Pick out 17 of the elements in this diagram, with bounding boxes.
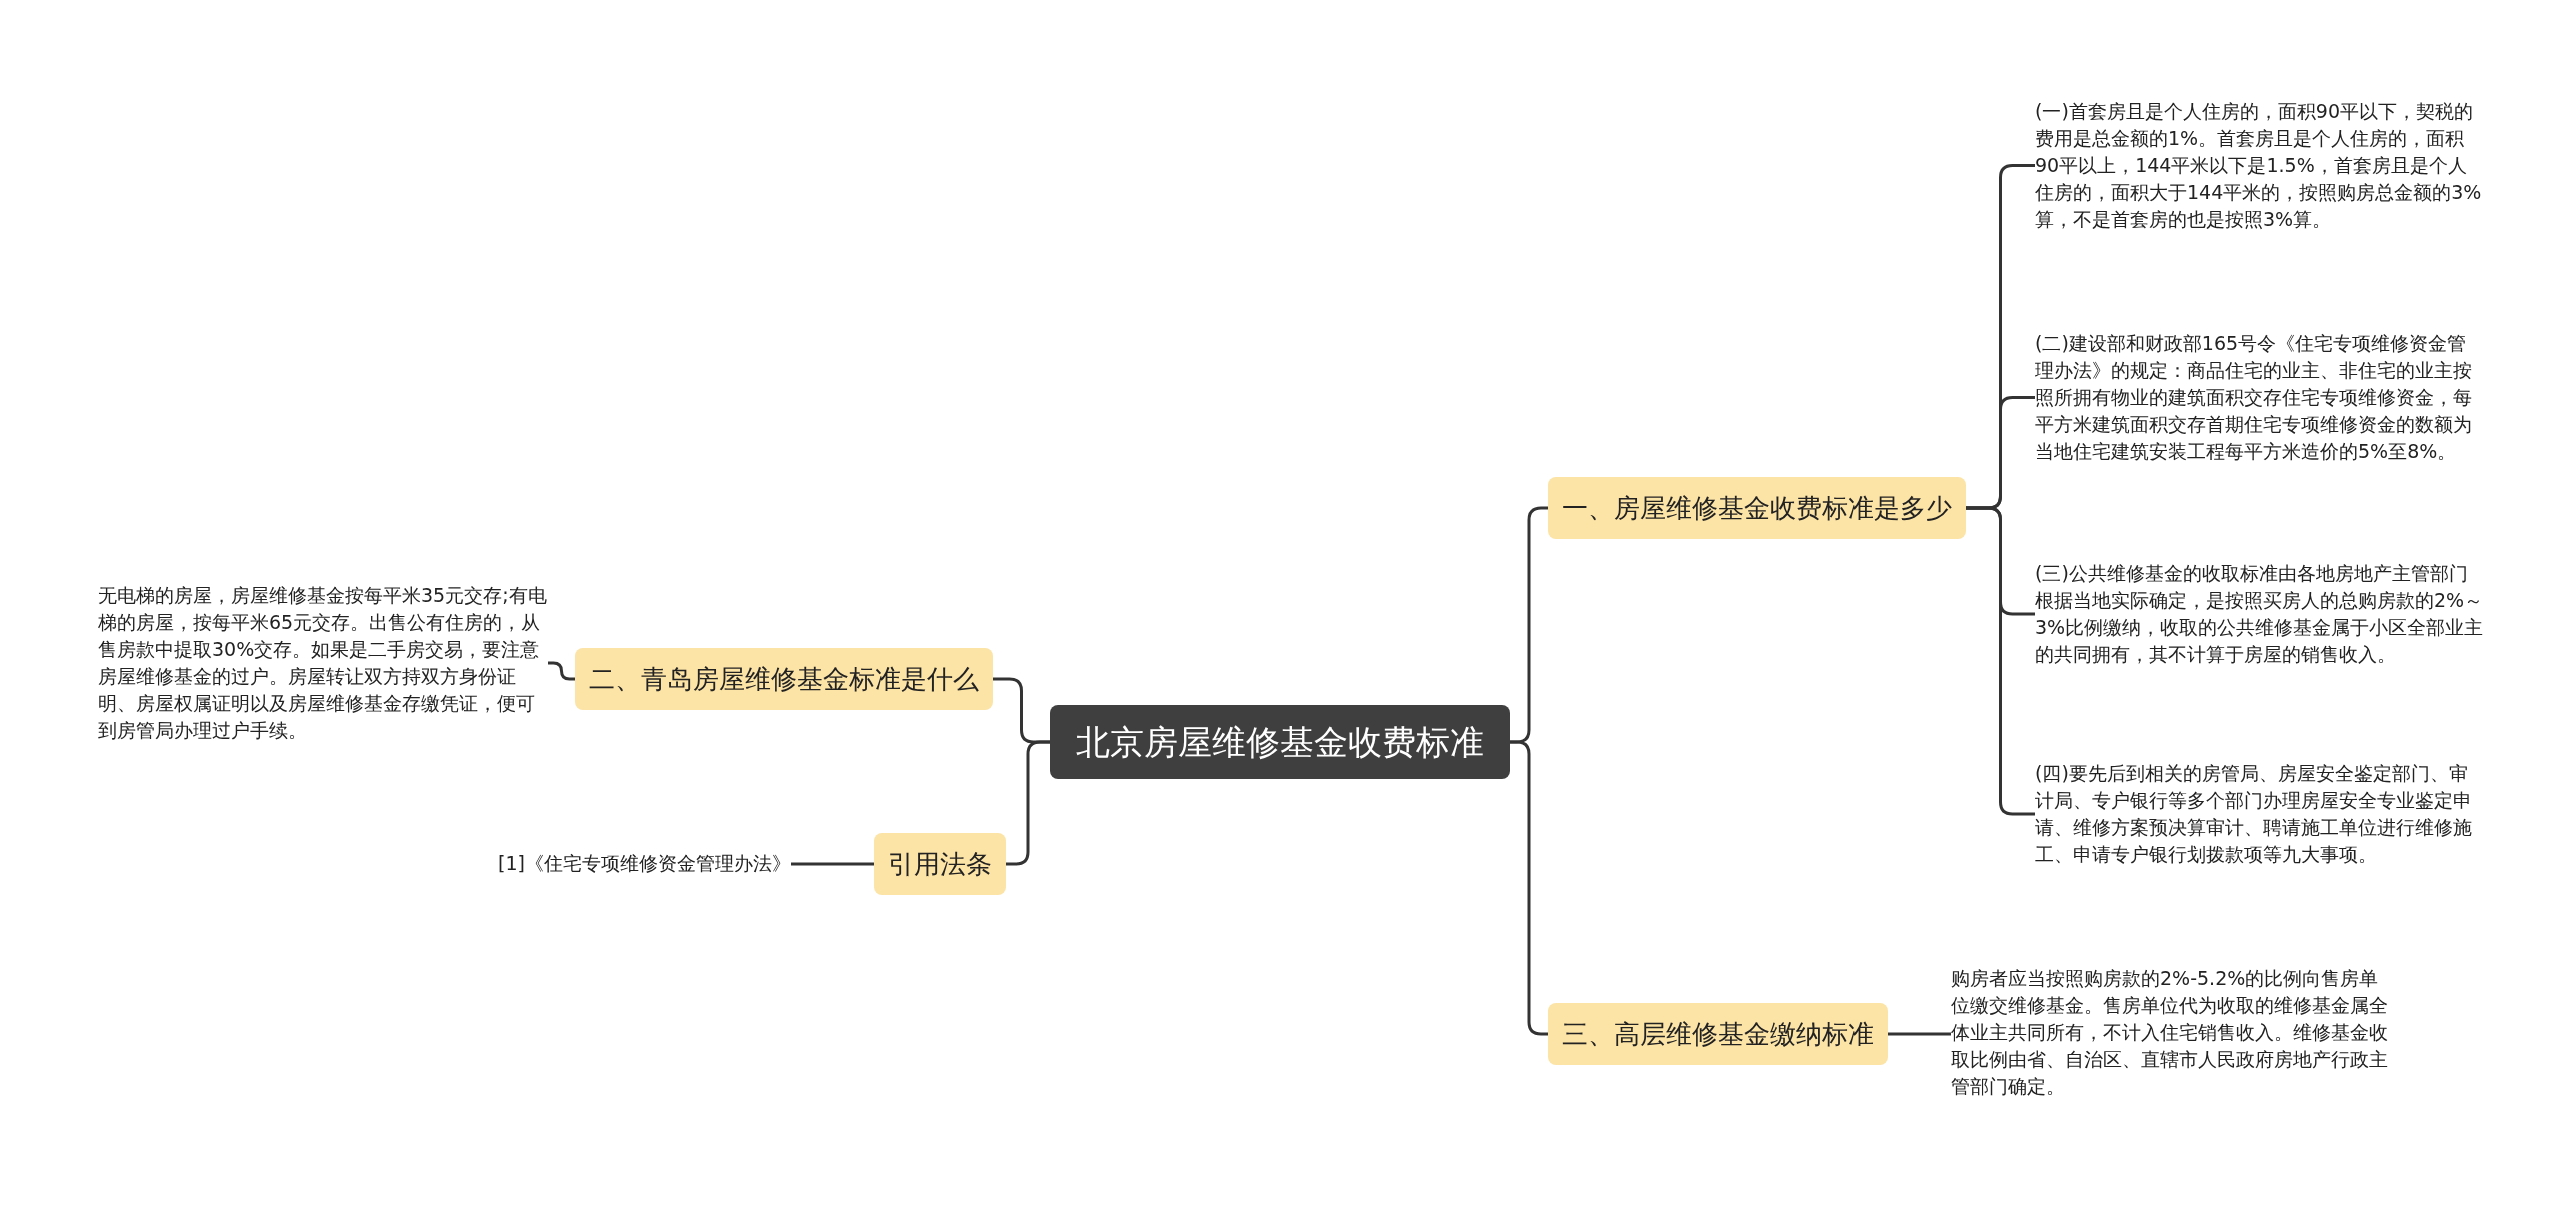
- connector-line: [548, 661, 575, 681]
- note-text: 无电梯的房屋，房屋维修基金按每平米35元交存;有电梯的房屋，按每平米65元交存。出售公有住房的，从售房款中提取30%交存。如果是二手房交易，要注意房屋维修基金的过户。房屋转让双方持双方身份证明、房屋权属证明以及房屋维修基金存缴凭证，便可到房管局办理过户手续。: [98, 582, 548, 744]
- topic-box: 三、高层维修基金缴纳标准: [1548, 1003, 1888, 1065]
- central-topic-box: 北京房屋维修基金收费标准: [1050, 705, 1510, 779]
- topic-box: 二、青岛房屋维修基金标准是什么: [575, 648, 993, 710]
- topic-box: 一、房屋维修基金收费标准是多少: [1548, 477, 1966, 539]
- connector-line: [1006, 740, 1050, 866]
- note-text: (一)首套房且是个人住房的，面积90平以下，契税的费用是总金额的1%。首套房且是个人住房的，面积90平以上，144平米以下是1.5%，首套房且是个人住房的，面积大于144平米的，按照购房总金额的3%算，不是首套房的也是按照3%算。: [2035, 98, 2485, 233]
- connector-line: [1510, 740, 1548, 1036]
- note-text: (二)建设部和财政部165号令《住宅专项维修资金管理办法》的规定：商品住宅的业主、非住宅的业主按照所拥有物业的建筑面积交存住宅专项维修资金，每平方米建筑面积交存首期住宅专项维修资金的数额为当地住宅建筑安装工程每平方米造价的5%至8%。: [2035, 330, 2485, 465]
- note-text: (四)要先后到相关的房管局、房屋安全鉴定部门、审计局、专户银行等多个部门办理房屋安全专业鉴定申请、维修方案预决算审计、聘请施工单位进行维修施工、申请专户银行划拨款项等九大事项。: [2035, 760, 2485, 868]
- note-text: (三)公共维修基金的收取标准由各地房地产主管部门根据当地实际确定，是按照买房人的总购房款的2%～3%比例缴纳，收取的公共维修基金属于小区全部业主的共同拥有，其不计算于房屋的销售收入。: [2035, 560, 2485, 668]
- note-text: 购房者应当按照购房款的2%-5.2%的比例向售房单位缴交维修基金。售房单位代为收取的维修基金属全体业主共同所有，不计入住宅销售收入。维修基金收取比例由省、自治区、直辖市人民政府房地产行政主管部门确定。: [1951, 965, 2396, 1100]
- connector-line: [1888, 1032, 1951, 1036]
- connector-line: [791, 862, 874, 866]
- topic-box: 引用法条: [874, 833, 1006, 895]
- note-text: [1]《住宅专项维修资金管理办法》: [498, 850, 791, 877]
